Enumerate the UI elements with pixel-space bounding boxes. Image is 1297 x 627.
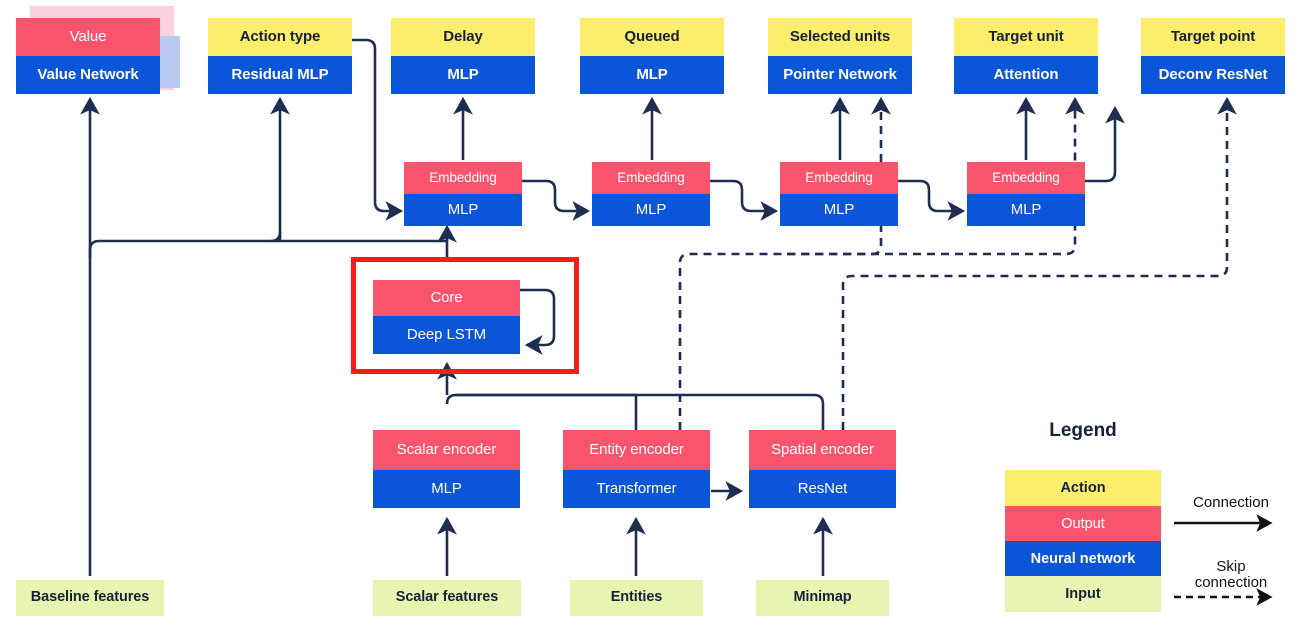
block-embedding-units[interactable]: Embedding MLP — [780, 162, 898, 226]
block-core-network: Deep LSTM — [373, 316, 520, 354]
block-entity-encoder-output: Entity encoder — [563, 430, 710, 470]
legend-swatches: Action Output Neural network Input — [1005, 470, 1161, 612]
block-target-point[interactable]: Target point Deconv ResNet — [1141, 18, 1285, 94]
block-embedding-queued-output: Embedding — [592, 162, 710, 194]
legend-swatch-input: Input — [1005, 576, 1161, 612]
block-entity-encoder-network: Transformer — [563, 470, 710, 508]
block-core-output: Core — [373, 280, 520, 316]
legend-swatch-neural-network: Neural network — [1005, 541, 1161, 576]
block-entity-encoder[interactable]: Entity encoder Transformer — [563, 430, 710, 508]
input-minimap[interactable]: Minimap — [756, 580, 889, 616]
legend-title: Legend — [1049, 420, 1117, 441]
block-target-unit-network: Attention — [954, 56, 1098, 94]
legend-connection-label: Connection — [1193, 494, 1269, 511]
block-delay-action: Delay — [391, 18, 535, 56]
block-target-point-action: Target point — [1141, 18, 1285, 56]
block-embedding-units-network: MLP — [780, 194, 898, 226]
value-shadow-blue — [160, 36, 180, 88]
block-scalar-encoder-output: Scalar encoder — [373, 430, 520, 470]
input-entities[interactable]: Entities — [570, 580, 703, 616]
block-embedding-delay-output: Embedding — [404, 162, 522, 194]
block-embedding-units-output: Embedding — [780, 162, 898, 194]
block-embedding-target[interactable]: Embedding MLP — [967, 162, 1085, 226]
legend-skip-label-line2: connection — [1194, 574, 1268, 591]
block-embedding-queued-network: MLP — [592, 194, 710, 226]
legend-skip-label-line1: Skip — [1216, 558, 1246, 575]
core-highlight-box — [351, 257, 579, 374]
block-queued-network: MLP — [580, 56, 724, 94]
block-target-point-network: Deconv ResNet — [1141, 56, 1285, 94]
legend-swatch-output: Output — [1005, 506, 1161, 541]
block-target-unit[interactable]: Target unit Attention — [954, 18, 1098, 94]
block-embedding-queued[interactable]: Embedding MLP — [592, 162, 710, 226]
block-selected-units[interactable]: Selected units Pointer Network — [768, 18, 912, 94]
block-value-network: Value Network — [16, 56, 160, 94]
block-queued[interactable]: Queued MLP — [580, 18, 724, 94]
input-scalar-features[interactable]: Scalar features — [373, 580, 521, 616]
block-target-unit-action: Target unit — [954, 18, 1098, 56]
block-action-type-network: Residual MLP — [208, 56, 352, 94]
block-embedding-delay[interactable]: Embedding MLP — [404, 162, 522, 226]
block-core[interactable]: Core Deep LSTM — [373, 280, 520, 354]
legend-swatch-action: Action — [1005, 470, 1161, 506]
block-scalar-encoder-network: MLP — [373, 470, 520, 508]
block-queued-action: Queued — [580, 18, 724, 56]
block-action-type-action: Action type — [208, 18, 352, 56]
input-baseline-features[interactable]: Baseline features — [16, 580, 164, 616]
block-spatial-encoder-network: ResNet — [749, 470, 896, 508]
block-spatial-encoder-output: Spatial encoder — [749, 430, 896, 470]
block-embedding-target-output: Embedding — [967, 162, 1085, 194]
block-delay[interactable]: Delay MLP — [391, 18, 535, 94]
block-spatial-encoder[interactable]: Spatial encoder ResNet — [749, 430, 896, 508]
block-scalar-encoder[interactable]: Scalar encoder MLP — [373, 430, 520, 508]
block-selected-units-action: Selected units — [768, 18, 912, 56]
block-value[interactable]: Value Value Network — [16, 18, 160, 94]
block-embedding-target-network: MLP — [967, 194, 1085, 226]
block-delay-network: MLP — [391, 56, 535, 94]
block-value-action: Value — [16, 18, 160, 56]
block-embedding-delay-network: MLP — [404, 194, 522, 226]
legend-arrow-icons — [1174, 514, 1273, 606]
block-selected-units-network: Pointer Network — [768, 56, 912, 94]
block-action-type[interactable]: Action type Residual MLP — [208, 18, 352, 94]
